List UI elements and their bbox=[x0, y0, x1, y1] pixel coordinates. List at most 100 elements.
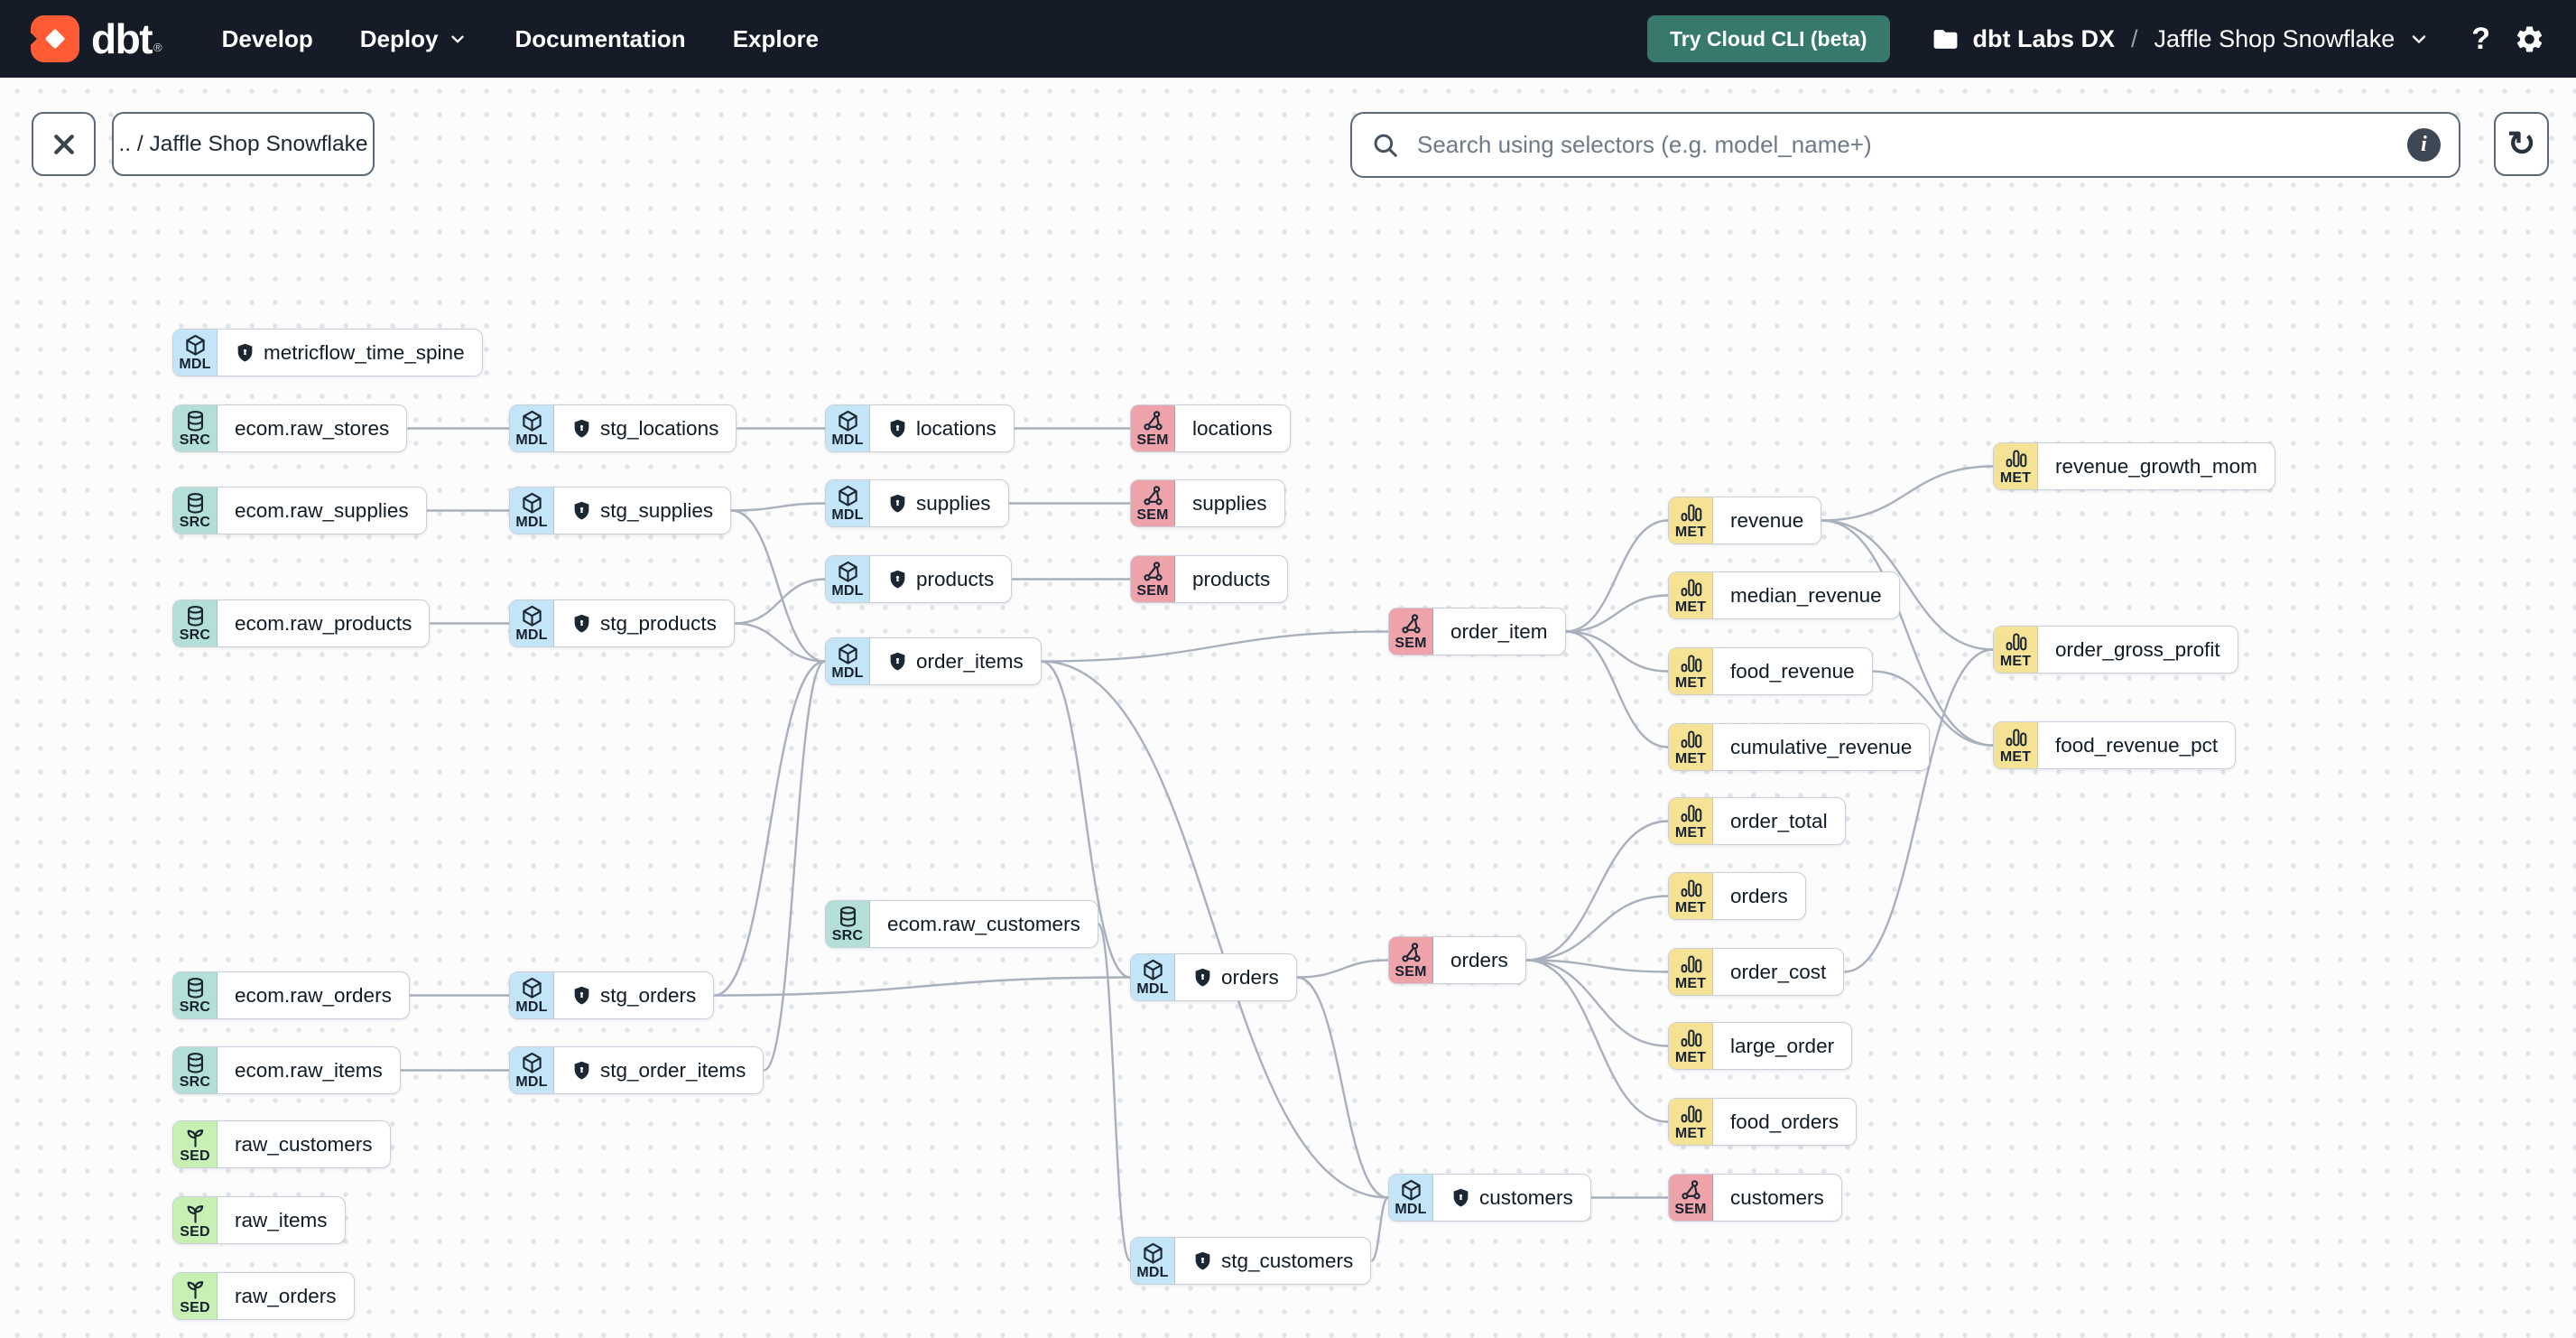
node-type-label: MDL bbox=[831, 583, 864, 599]
node-body: stg_orders bbox=[554, 972, 713, 1018]
node-name-label: ecom.raw_customers bbox=[887, 912, 1080, 935]
node-type-label: SEM bbox=[1136, 432, 1169, 449]
node-type-label: MDL bbox=[515, 515, 548, 531]
breadcrumb[interactable]: .. / Jaffle Shop Snowflake bbox=[112, 112, 375, 176]
semantic-network-icon: SEM bbox=[1131, 556, 1175, 602]
registered-mark: ® bbox=[153, 41, 162, 54]
semantic-network-icon: SEM bbox=[1131, 480, 1175, 526]
node-body: ecom.raw_orders bbox=[218, 972, 409, 1018]
node-body: locations bbox=[1175, 405, 1290, 451]
cube-icon: MDL bbox=[1389, 1175, 1433, 1221]
node-cumulative_revenue[interactable]: MET cumulative_revenue bbox=[1668, 723, 1931, 771]
nav-item-explore[interactable]: Explore bbox=[733, 25, 819, 53]
node-name-label: raw_customers bbox=[235, 1132, 373, 1156]
node-body: orders bbox=[1433, 937, 1525, 983]
nav-item-documentation[interactable]: Documentation bbox=[514, 25, 685, 53]
edge-revenue-to-order_gross_profit bbox=[1821, 519, 1994, 651]
bar-chart-icon: MET bbox=[1994, 627, 2038, 673]
nav-item-develop[interactable]: Develop bbox=[222, 25, 313, 53]
node-name-label: customers bbox=[1730, 1185, 1824, 1209]
database-icon: SRC bbox=[173, 488, 218, 534]
dbt-logo[interactable]: dbt ® bbox=[31, 14, 162, 63]
node-body: raw_customers bbox=[218, 1121, 390, 1167]
search-input[interactable] bbox=[1415, 130, 2393, 160]
node-type-label: SEM bbox=[1136, 583, 1169, 599]
node-type-label: MET bbox=[1674, 976, 1707, 992]
seedling-icon: SED bbox=[173, 1273, 218, 1319]
account-name: dbt Labs DX bbox=[1972, 24, 2116, 52]
node-type-label: SRC bbox=[179, 515, 211, 531]
try-cloud-cli-button[interactable]: Try Cloud CLI (beta) bbox=[1647, 15, 1890, 62]
project-name: Jaffle Shop Snowflake bbox=[2154, 24, 2395, 52]
database-icon: SRC bbox=[173, 405, 218, 451]
node-locations_sem[interactable]: SEM locations bbox=[1130, 404, 1291, 452]
nav-item-label: Documentation bbox=[514, 24, 686, 52]
gear-icon[interactable] bbox=[2514, 23, 2545, 55]
bar-chart-icon: MET bbox=[1669, 724, 1713, 770]
node-body: stg_order_items bbox=[554, 1047, 763, 1093]
node-name-label: cumulative_revenue bbox=[1730, 735, 1913, 758]
cube-icon: MDL bbox=[826, 405, 870, 451]
nav-item-deploy[interactable]: Deploy bbox=[360, 25, 468, 53]
node-name-label: orders bbox=[1221, 965, 1279, 989]
edge-stg_orders-to-orders bbox=[714, 976, 1131, 997]
node-body: food_revenue_pct bbox=[2038, 722, 2235, 768]
node-body: orders bbox=[1713, 873, 1805, 919]
cube-icon: MDL bbox=[173, 330, 218, 376]
node-name-label: orders bbox=[1730, 884, 1788, 907]
node-type-label: SED bbox=[180, 1224, 210, 1240]
help-icon[interactable]: ? bbox=[2471, 21, 2490, 56]
edge-order_item_sem-to-revenue bbox=[1565, 519, 1669, 633]
node-type-label: MDL bbox=[179, 357, 211, 373]
project-breadcrumb[interactable]: dbt Labs DX / Jaffle Shop Snowflake bbox=[1932, 25, 2431, 53]
close-button[interactable] bbox=[32, 112, 96, 176]
selector-search-bar[interactable]: i bbox=[1350, 112, 2460, 178]
bar-chart-icon: MET bbox=[1669, 1099, 1713, 1145]
node-body: ecom.raw_customers bbox=[870, 901, 1098, 947]
node-type-label: MET bbox=[1674, 675, 1707, 692]
info-icon[interactable]: i bbox=[2407, 128, 2441, 162]
node-type-label: MDL bbox=[831, 665, 864, 682]
node-body: ecom.raw_items bbox=[218, 1047, 400, 1093]
refresh-button[interactable]: ↻ bbox=[2494, 112, 2549, 176]
